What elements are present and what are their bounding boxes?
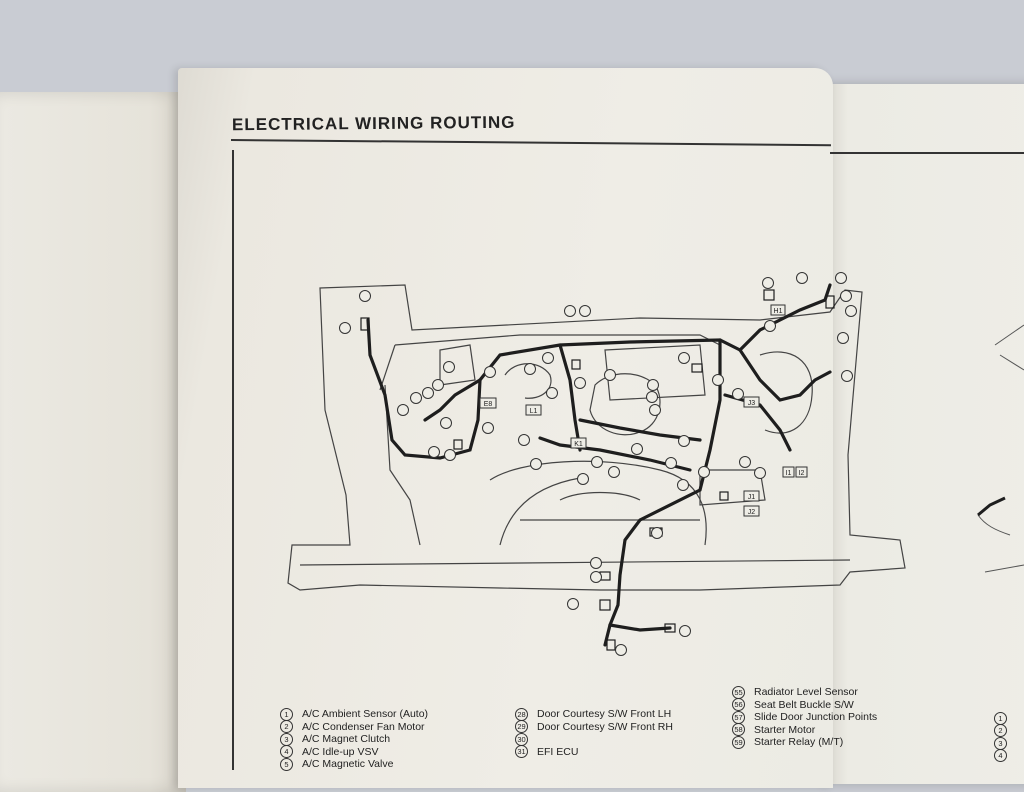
legend-item: 3 [994, 736, 1016, 750]
callout-number: 3 [994, 736, 1007, 750]
callout-circles [339, 272, 857, 656]
legend-text: A/C Idle-up VSV [302, 745, 379, 758]
callout-number: 57 [732, 710, 745, 724]
legend-item: 55 Radiator Level Sensor [732, 685, 877, 699]
legend-item: 58 Starter Motor [732, 723, 877, 737]
legend-item: 4 A/C Idle-up VSV [280, 745, 428, 759]
legend-text: Starter Relay (M/T) [754, 736, 844, 749]
wiring-diagram: E8 L1 K1 H1 J1 J2 J3 I1 I2 [287, 272, 1024, 656]
callout-number: 2 [280, 720, 293, 734]
callout-number: 2 [994, 724, 1007, 738]
callout-number: 3 [280, 732, 293, 746]
legend-column-3: 55 Radiator Level Sensor 56 Seat Belt Buck… [732, 685, 878, 749]
legend-item: 31 EFI ECU [515, 745, 673, 759]
right-page-fragment [977, 324, 1024, 573]
main-page [178, 68, 833, 788]
legend-item: 28 Door Courtesy S/W Front LH [515, 707, 673, 721]
connector-label-j2: J2 [748, 509, 756, 516]
callout-number: 55 [732, 685, 745, 699]
callout-number: 58 [732, 723, 745, 737]
legend-text: A/C Magnetic Valve [302, 758, 394, 771]
diagram-frame-left [232, 150, 234, 770]
connector-label-boxes [479, 304, 808, 517]
legend-text: Door Courtesy S/W Front RH [537, 720, 673, 733]
callout-number: 31 [515, 745, 528, 759]
legend-text: Seat Belt Buckle S/W [754, 698, 854, 711]
legend-item: 1 [994, 711, 1016, 725]
legend-text: Slide Door Junction Points [754, 711, 878, 724]
legend-text: A/C Ambient Sensor (Auto) [302, 708, 429, 721]
wire-harness [366, 283, 832, 647]
callout-number: 56 [732, 698, 745, 712]
callout-number: 5 [280, 757, 293, 771]
callout-number: 4 [994, 749, 1007, 763]
legend-text: A/C Condenser Fan Motor [302, 720, 425, 733]
callout-number: 29 [515, 720, 528, 734]
connector-label-i1: I1 [786, 470, 792, 477]
legend-text: A/C Magnet Clutch [302, 733, 391, 746]
vehicle-outline [287, 284, 906, 591]
legend-item: 2 [994, 724, 1016, 738]
legend-text: Door Courtesy S/W Front LH [537, 708, 672, 721]
right-page [826, 84, 1024, 784]
callout-number: 4 [280, 745, 293, 759]
legend-text: EFI ECU [537, 745, 579, 758]
right-page-legend: 1 2 3 4 [994, 711, 1016, 763]
legend-item: 57 Slide Door Junction Points [732, 710, 878, 724]
legend-item: 3 A/C Magnet Clutch [280, 732, 428, 746]
legend-item: 2 A/C Condenser Fan Motor [280, 720, 428, 734]
connector-label-i2: I2 [799, 470, 805, 477]
connector-label-k1: K1 [574, 441, 583, 448]
legend-item: 1 A/C Ambient Sensor (Auto) [280, 707, 429, 721]
connector-label-j1: J1 [748, 494, 756, 501]
connector-labels: E8 L1 K1 H1 J1 J2 J3 I1 I2 [484, 308, 805, 516]
legend-column-1: 1 A/C Ambient Sensor (Auto) 2 A/C Condense… [280, 707, 429, 771]
connector-label-l1: L1 [530, 408, 538, 415]
left-page [0, 92, 186, 792]
callout-number: 1 [994, 711, 1007, 725]
legend-item: 30 [515, 732, 673, 746]
callout-number: 1 [280, 707, 293, 721]
callout-number: 59 [732, 735, 745, 749]
legend-item: 56 Seat Belt Buckle S/W [732, 698, 877, 712]
right-page-rule [830, 152, 1024, 154]
legend-column-2: 28 Door Courtesy S/W Front LH 29 Door Cour… [515, 707, 673, 759]
legend-item: 59 Starter Relay (M/T) [732, 735, 877, 749]
legend-item: 5 A/C Magnetic Valve [280, 757, 428, 771]
legend-text: Starter Motor [754, 723, 816, 736]
connector-label-e8: E8 [484, 401, 493, 408]
callout-number: 30 [515, 732, 528, 746]
legend-text: Radiator Level Sensor [754, 686, 858, 699]
callout-number: 28 [515, 707, 528, 721]
right-page-harness [977, 496, 1006, 517]
connector-label-h1: H1 [774, 308, 783, 315]
legend-item: 4 [994, 749, 1016, 763]
legend-item: 29 Door Courtesy S/W Front RH [515, 720, 673, 734]
connector-label-j3: J3 [748, 400, 756, 407]
